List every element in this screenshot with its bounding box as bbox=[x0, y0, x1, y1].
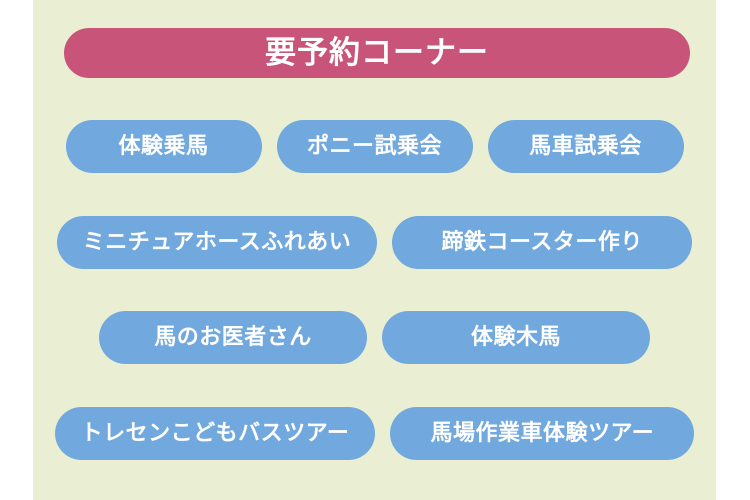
content-panel: 要予約コーナー 体験乗馬 ポニー試乗会 馬車試乗会 ミニチュアホースふれあい bbox=[33, 0, 716, 500]
reservation-button-baba-sagyousha-tour[interactable]: 馬場作業車体験ツアー bbox=[390, 407, 695, 460]
page-title: 要予約コーナー bbox=[265, 34, 489, 70]
reservation-button-label: 馬場作業車体験ツアー bbox=[430, 419, 655, 445]
reservation-button-taiken-jouba[interactable]: 体験乗馬 bbox=[65, 120, 262, 173]
reservation-button-label: 蹄鉄コースター作り bbox=[441, 228, 643, 254]
reservation-button-label: ミニチュアホースふれあい bbox=[82, 228, 352, 254]
reservation-button-toresen-kodomo-bus-tour[interactable]: トレセンこどもバスツアー bbox=[54, 407, 376, 460]
reservation-button-label: 体験乗馬 bbox=[118, 132, 209, 158]
reservation-button-label: 馬車試乗会 bbox=[529, 132, 642, 158]
button-row-2: ミニチュアホースふれあい 蹄鉄コースター作り bbox=[33, 216, 716, 269]
button-row-3: 馬のお医者さん 体験木馬 bbox=[33, 311, 716, 364]
button-row-1: 体験乗馬 ポニー試乗会 馬車試乗会 bbox=[33, 120, 716, 173]
header-banner: 要予約コーナー bbox=[64, 28, 690, 78]
reservation-button-miniature-horse-fureai[interactable]: ミニチュアホースふれあい bbox=[56, 216, 378, 269]
reservation-button-label: ポニー試乗会 bbox=[306, 132, 442, 158]
button-row-4: トレセンこどもバスツアー 馬場作業車体験ツアー bbox=[33, 407, 716, 460]
reservation-button-label: トレセンこどもバスツアー bbox=[80, 419, 350, 445]
reservation-button-teitetsu-coaster[interactable]: 蹄鉄コースター作り bbox=[392, 216, 693, 269]
reservation-button-uma-no-oishasan[interactable]: 馬のお医者さん bbox=[99, 311, 367, 364]
reservation-button-taiken-mokuba[interactable]: 体験木馬 bbox=[382, 311, 650, 364]
reservation-button-label: 馬のお医者さん bbox=[154, 323, 312, 349]
reservation-button-pony-shijoukai[interactable]: ポニー試乗会 bbox=[276, 120, 473, 173]
reservation-button-label: 体験木馬 bbox=[470, 323, 561, 349]
reservation-button-basha-shijoukai[interactable]: 馬車試乗会 bbox=[487, 120, 684, 173]
